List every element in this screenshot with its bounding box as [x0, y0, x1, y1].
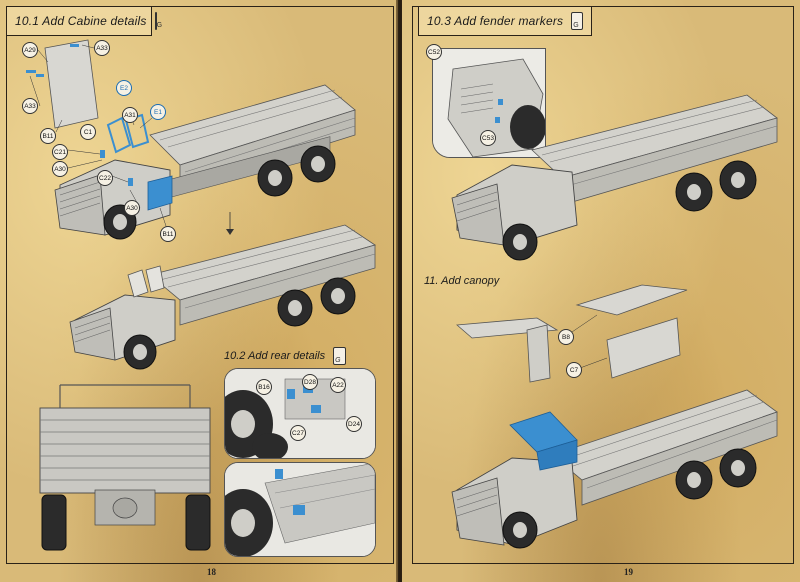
left-page: 10.1 Add Cabine details [0, 0, 398, 582]
truck-assembled-drawing [69, 224, 376, 370]
callout-c53: C53 [480, 130, 496, 146]
left-page-frame [6, 6, 394, 564]
callout-c22: C22 [97, 170, 113, 186]
step-10-3-header: 10.3 Add fender markers [418, 6, 592, 36]
step-11-title: 11. Add canopy [424, 275, 500, 287]
callout-b11: B11 [40, 128, 56, 144]
callout-e2: E2 [116, 80, 132, 96]
truck-rear-view-drawing [39, 384, 211, 551]
truck-10-3-drawing [451, 94, 778, 261]
callout-a29: A29 [22, 42, 38, 58]
book-gutter [396, 0, 404, 582]
callout-a33: A33 [22, 98, 38, 114]
step-11-header: 11. Add canopy [424, 275, 499, 287]
callout-d28: D28 [302, 374, 318, 390]
callout-d24: D24 [346, 416, 362, 432]
callout-b8: B8 [558, 329, 574, 345]
step-10-3-title: 10.3 Add fender markers [427, 14, 564, 28]
truck-11-drawing [451, 389, 778, 549]
callout-a33: A33 [94, 40, 110, 56]
callout-a30: A30 [124, 200, 140, 216]
glue-icon [571, 12, 583, 30]
callout-c7: C7 [566, 362, 582, 378]
callout-c21: C21 [52, 144, 68, 160]
step-10-2-title: 10.2 Add rear details [224, 350, 326, 362]
right-page: 10.3 Add fender markers C52 C53 [402, 0, 800, 582]
canopy-parts-drawing [456, 284, 688, 383]
callout-c1: C1 [80, 124, 96, 140]
right-page-frame [412, 6, 794, 564]
step-10-1-title: 10.1 Add Cabine details [15, 14, 147, 28]
callout-b16: B16 [256, 379, 272, 395]
inset-10-2-top [224, 368, 376, 459]
glue-icon [333, 347, 347, 365]
step-10-1-header: 10.1 Add Cabine details [6, 6, 162, 36]
callout-a31: A31 [122, 107, 138, 123]
inset-10-2-bottom [224, 462, 376, 557]
callout-e1: E1 [150, 104, 166, 120]
page-number-right: 19 [624, 567, 633, 577]
glue-icon [154, 12, 162, 30]
callout-a30: A30 [52, 161, 68, 177]
callout-c27: C27 [290, 425, 306, 441]
step-10-2-header: 10.2 Add rear details [224, 347, 347, 365]
callout-c52: C52 [426, 44, 442, 60]
page-number-left: 18 [207, 567, 216, 577]
callout-b11: B11 [160, 226, 176, 242]
callout-a22: A22 [330, 377, 346, 393]
